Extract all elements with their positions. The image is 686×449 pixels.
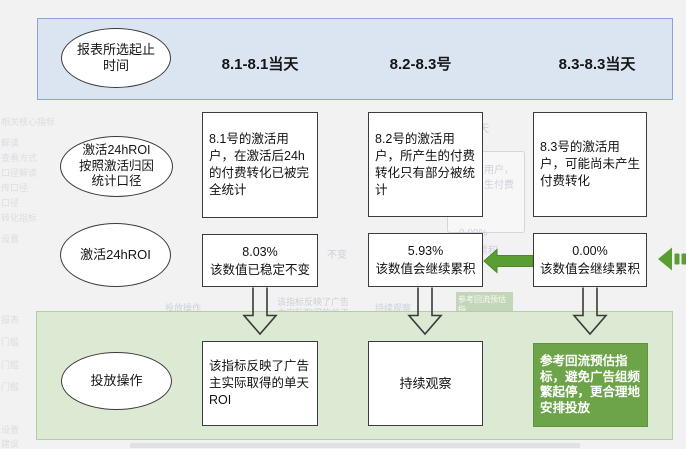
roi-note: 该数值已稳定不变 [209,262,310,277]
ghost-text: 投放操作 [165,303,202,313]
ellipse-delivery-action: 投放操作 [61,352,172,410]
roi-cell-2: 5.93% 该数值会继续累积 [368,233,483,287]
ghost-sidebar-item: 口径解读 [1,168,38,178]
ghost-sidebar-item: 传口径 [1,183,29,193]
action-cell-2: 持续观察 [368,341,483,426]
ghost-sidebar-item: 解读 [1,138,20,148]
ghost-sidebar-item: 建议 [1,439,20,449]
arrow-left-dashed-icon [658,247,672,271]
ellipse-activation-roi: 激活24hROI [60,223,171,287]
ghost-sidebar-item: 门槛 [1,360,20,370]
ellipse-attribution-caliber: 激活24hROI 按照激活归因 统计口径 [60,136,173,197]
action-cell-3-highlight: 参考回流预估指标，避免广告组频繁起停，更合理地安排投放 [533,343,648,427]
ghost-text: 不变 [327,250,347,261]
caliber-cell-3: 8.3号的激活用户，可能尚未产生付费转化 [533,112,647,217]
column-header-2: 8.2-8.3号 [389,56,452,73]
roi-cell-1: 8.03% 该数值已稳定不变 [202,234,318,287]
ghost-text: 激活用户， [464,165,514,176]
ghost-sidebar-item: 转化指标 [1,213,38,223]
arrow-dash [681,253,686,265]
ghost-sidebar-item: 口径 [1,198,20,208]
ghost-sidebar-item: 查看方式 [1,153,38,163]
caliber-cell-1: 8.1号的激活用户，在激活后24h的付费转化已被完全统计 [202,112,318,218]
roi-value: 5.93% [407,244,444,258]
ghost-sidebar-item: 相关核心指标 [1,117,56,127]
ghost-sidebar-item: 门槛 [1,337,20,347]
caliber-cell-2: 8.2号的激活用户，所产生的付费转化只有部分被统计 [368,112,483,217]
ghost-sidebar-item: 设置 [1,425,20,435]
roi-value: 8.03% [242,244,278,259]
ghost-text: 该指标反映了广告 [277,297,350,307]
arrow-dash [674,253,680,265]
column-header-3: 8.3-8.3当天 [558,56,636,73]
roi-cell-3: 0.00% 该数值会继续累积 [533,233,647,287]
ghost-sidebar-item: 门槛 [1,382,20,392]
roi-note: 该数值会继续累积 [540,262,641,276]
column-header-1: 8.1-8.1当天 [221,56,299,73]
ghost-bottom-bar [130,443,580,448]
roi-value: 0.00% [572,244,608,258]
ghost-text: 未产生付费 [464,180,514,191]
roi-note: 该数值会继续累积 [375,262,476,276]
action-cell-1: 该指标反映了广告主实际取得的单天ROI [202,341,318,426]
ghost-sidebar-item: 报表 [1,315,20,325]
ghost-text: 持续观察 [375,303,412,313]
ellipse-report-time-range: 报表所选起止 时间 [61,28,171,88]
ghost-sidebar-item: 设置 [1,234,20,244]
